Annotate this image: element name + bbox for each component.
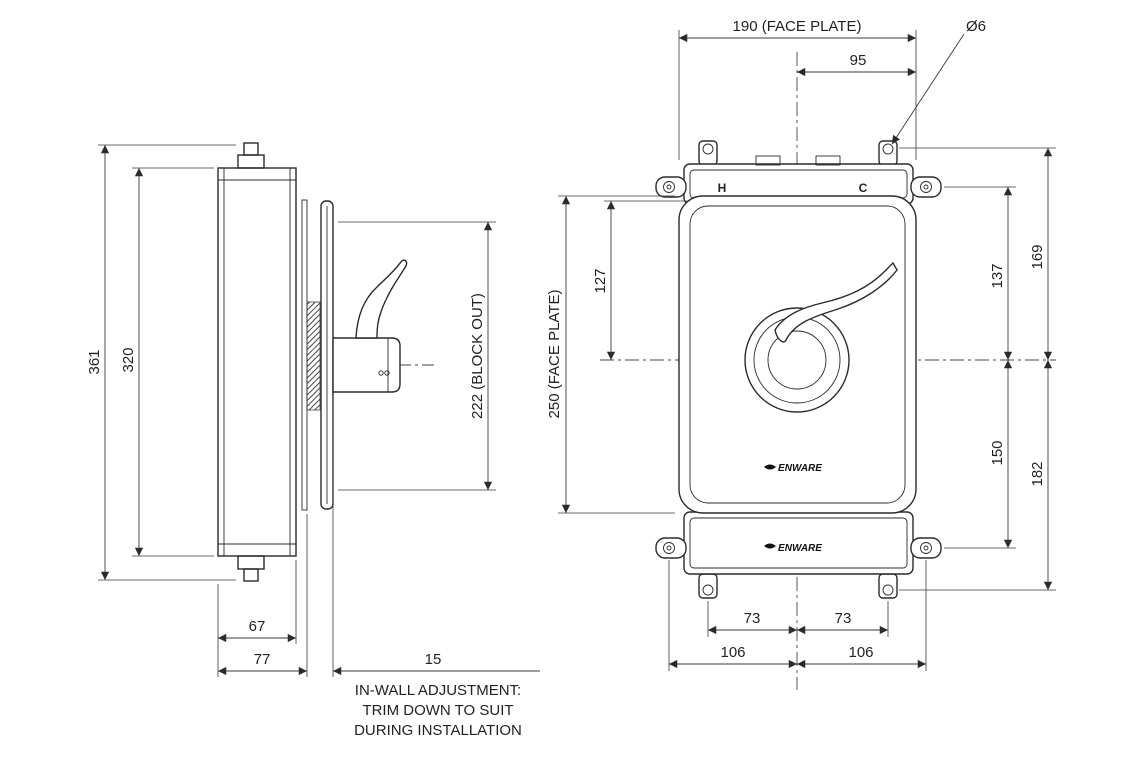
note-line-2: TRIM DOWN TO SUIT — [362, 702, 513, 719]
lever-handle-front — [774, 261, 898, 343]
dim-169: 169 — [1029, 244, 1046, 269]
face-plate: ENWARE — [678, 195, 917, 514]
valve-body-hatch — [306, 301, 321, 411]
top-bracket: H C — [655, 140, 942, 205]
screw-hole — [702, 584, 714, 596]
side-view: 361 320 222 (BLOCK OUT) 67 77 15 IN-WALL… — [86, 142, 540, 739]
lever-handle-side — [355, 259, 408, 339]
dim-73-left: 73 — [744, 610, 761, 627]
hot-label: H — [718, 181, 727, 195]
cold-label: C — [859, 181, 868, 195]
dim-250-faceplate: 250 (FACE PLATE) — [546, 290, 563, 419]
enware-logo-plate: ENWARE — [778, 463, 822, 474]
dim-320: 320 — [120, 347, 137, 372]
screw-hole — [702, 143, 714, 155]
dim-190-faceplate: 190 (FACE PLATE) — [733, 18, 862, 35]
screw-hole — [882, 584, 894, 596]
dim-137: 137 — [989, 263, 1006, 288]
dim-182: 182 — [1029, 461, 1046, 486]
note-line-3: DURING INSTALLATION — [354, 722, 522, 739]
dim-361: 361 — [86, 349, 103, 374]
dim-77: 77 — [254, 651, 271, 668]
enware-logo-bracket: ENWARE — [778, 543, 822, 554]
screw-hole — [920, 181, 932, 193]
enware-logo-mark — [764, 464, 776, 470]
screw-hole — [663, 542, 675, 554]
dim-dia6: Ø6 — [966, 18, 986, 35]
note-line-1: IN-WALL ADJUSTMENT: — [355, 682, 521, 699]
screw-hole — [882, 143, 894, 155]
dim-127: 127 — [592, 268, 609, 293]
enware-logo-mark — [764, 543, 776, 549]
bottom-mounting-tab — [237, 555, 265, 582]
dim-15: 15 — [425, 651, 442, 668]
screw-hole — [663, 181, 675, 193]
dim-222-blockout: 222 (BLOCK OUT) — [469, 293, 486, 419]
dim-150: 150 — [989, 440, 1006, 465]
wall-plate — [301, 199, 321, 511]
dim-73-right: 73 — [835, 610, 852, 627]
dim-106-right: 106 — [848, 644, 873, 661]
dim-95: 95 — [850, 52, 867, 69]
bottom-bracket: ENWARE — [655, 511, 942, 599]
spindle-housing — [332, 337, 401, 393]
in-wall-body — [217, 167, 297, 557]
face-plate-profile — [320, 200, 334, 510]
top-mounting-tab — [237, 142, 265, 169]
dim-67: 67 — [249, 618, 266, 635]
screw-hole — [920, 542, 932, 554]
front-view: H C ENWARE ENWARE — [546, 18, 1056, 690]
dim-106-left: 106 — [720, 644, 745, 661]
